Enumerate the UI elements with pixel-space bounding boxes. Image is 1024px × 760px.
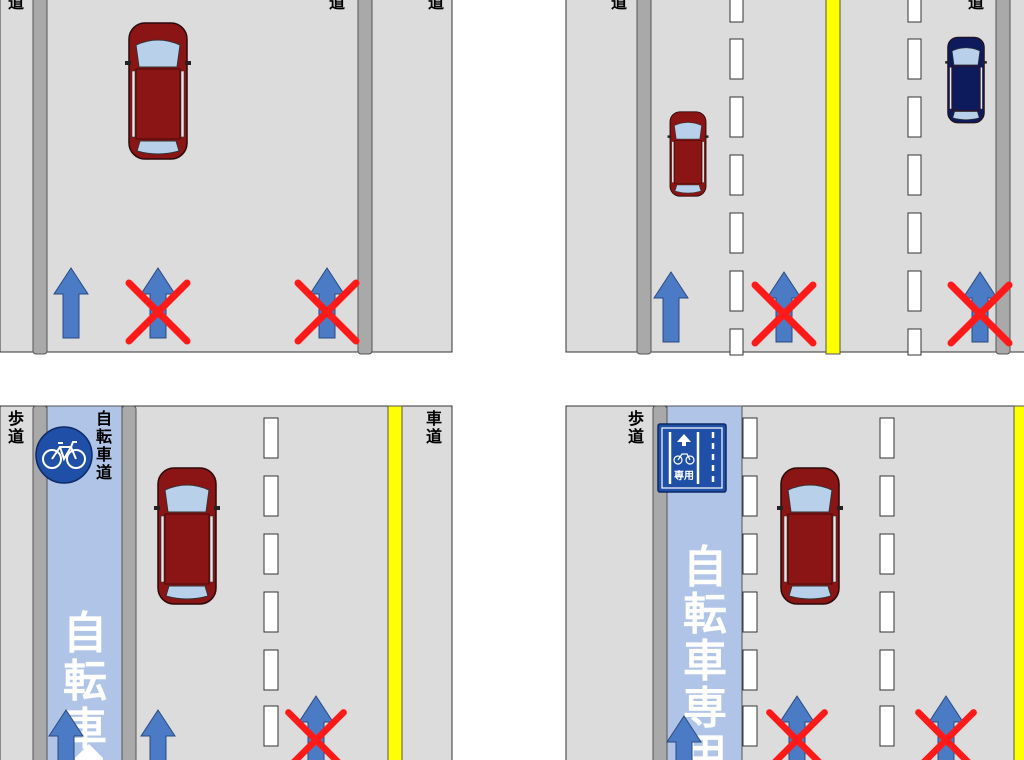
label-road-fragment-right: 道 <box>428 0 444 12</box>
center-line <box>825 0 841 355</box>
lane-dashes-right <box>907 0 922 356</box>
center-line <box>387 405 403 760</box>
car-red <box>153 467 221 605</box>
car-red <box>124 22 192 160</box>
sign-label: 専用 <box>674 469 694 482</box>
label-road-fragment-mid: 道 <box>329 0 345 12</box>
bike-lane-arrow-marking <box>75 744 103 760</box>
label-road-fragment-left: 道 <box>611 0 627 12</box>
panel-bottom-left: 歩 道 自転車道 車道 自転車 <box>0 405 453 760</box>
label-road-fragment-left: 道 <box>8 0 24 12</box>
curb-bike-lane <box>121 405 137 760</box>
panel-top-right: 道 道 <box>565 0 1024 356</box>
car-red <box>776 467 844 605</box>
label-sidewalk-char-1: 歩 <box>8 409 24 428</box>
label-sidewalk: 歩 道 <box>8 409 30 446</box>
center-line <box>1013 405 1024 760</box>
label-bike-path: 自転車道 <box>96 409 112 482</box>
label-road-fragment-right: 道 <box>968 0 984 12</box>
lane-dashes-left <box>729 0 744 356</box>
bike-lane-marking: 自転車 <box>63 608 107 755</box>
lane-dashes-left <box>742 417 758 747</box>
curb-left <box>636 0 652 355</box>
lane-dashes-right <box>879 417 895 747</box>
bicycle-only-lane-sign-icon: 専用 <box>657 423 727 493</box>
curb-left <box>32 0 48 355</box>
car-blue-small <box>944 36 988 124</box>
curb-right <box>995 0 1011 355</box>
car-red-small <box>667 111 709 197</box>
label-sidewalk: 歩道 <box>628 409 644 446</box>
lane-dashes <box>263 417 279 747</box>
label-sidewalk-char-2: 道 <box>8 427 24 446</box>
panel-bottom-right: 歩道 専用 自転車専用 <box>565 405 1024 760</box>
curb-right <box>357 0 373 355</box>
label-roadway: 車道 <box>426 409 442 446</box>
panel-top-left: 道 道 道 <box>0 0 453 355</box>
bicycle-sign-icon <box>35 426 93 484</box>
